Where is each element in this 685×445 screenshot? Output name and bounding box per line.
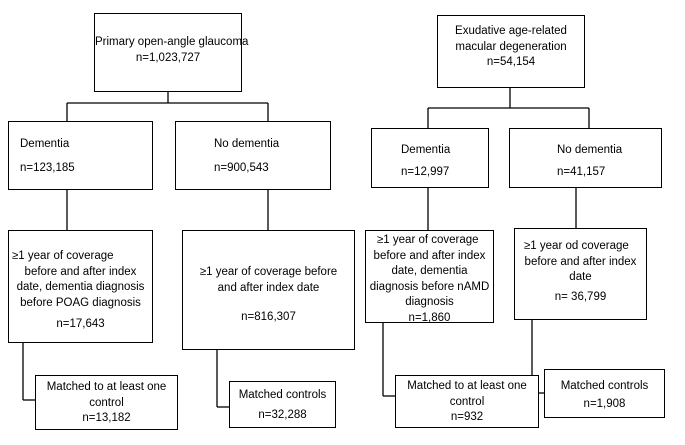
namd-no-dementia-box: No dementia n=41,157 [509, 128, 662, 188]
namd-dementia-criteria-line-5: diagnosis [405, 296, 454, 309]
poag-root-count: n=1,023,727 [135, 51, 201, 64]
poag-dementia-count: n=123,185 [20, 161, 75, 174]
poag-dementia-title: Dementia [20, 138, 70, 150]
poag-dementia-criteria-count: n=17,643 [56, 318, 105, 331]
namd-no-dementia-matched-count: n=1,908 [583, 397, 626, 410]
namd-root-count: n=54,154 [486, 56, 536, 69]
namd-root-line-2: macular degeneration [455, 40, 567, 53]
namd-dementia-matched-line-1: Matched to at least one [407, 380, 527, 392]
poag-no-dementia-matched-box: Matched controls n=32,288 [229, 381, 336, 428]
poag-no-dementia-matched-count: n=32,288 [258, 408, 307, 421]
namd-no-dementia-matched-box: Matched controls n=1,908 [544, 369, 665, 418]
poag-no-dementia-count: n=900,543 [214, 161, 269, 174]
poag-dementia-matched-count: n=13,182 [82, 412, 131, 425]
namd-no-dementia-count: n=41,157 [557, 165, 606, 178]
poag-no-dementia-matched-title: Matched controls [238, 389, 327, 401]
poag-dementia-criteria-line-3: date, dementia diagnosis [16, 281, 145, 294]
poag-dementia-criteria-box: ≥1 year of coverage before and after ind… [8, 230, 153, 343]
poag-dementia-matched-box: Matched to at least one control n=13,182 [35, 375, 178, 430]
poag-dementia-matched-line-1: Matched to at least one [46, 381, 167, 393]
namd-dementia-matched-box: Matched to at least one control n=932 [395, 375, 539, 428]
namd-no-dementia-criteria-line-1: ≥1 year od coverage [524, 240, 629, 252]
namd-root-line-1: Exudative age-related [455, 25, 567, 37]
namd-dementia-matched-line-2: control [449, 395, 485, 408]
namd-dementia-criteria-count: n=1,860 [408, 311, 451, 324]
namd-no-dementia-title: No dementia [557, 144, 623, 156]
namd-no-dementia-criteria-count: n= 36,799 [554, 290, 607, 303]
namd-dementia-criteria-line-4: diagnosis before nAMD [369, 280, 490, 293]
poag-no-dementia-title: No dementia [214, 138, 280, 150]
namd-dementia-criteria-box: ≥1 year of coverage before and after ind… [365, 230, 494, 324]
poag-no-dementia-criteria-box: ≥1 year of coverage before and after ind… [182, 230, 355, 350]
namd-root-box: Exudative age-related macular degenerati… [437, 15, 585, 88]
namd-dementia-title: Dementia [401, 144, 451, 156]
poag-root-box: Primary open-angle glaucoma n=1,023,727 [94, 13, 249, 92]
namd-no-dementia-criteria-box: ≥1 year od coverage before and after ind… [514, 228, 647, 320]
namd-dementia-criteria-line-3: date, dementia [391, 265, 468, 278]
namd-no-dementia-criteria-line-2: before and after index [524, 255, 637, 268]
poag-dementia-criteria-line-4: before POAG diagnosis [20, 296, 141, 309]
poag-no-dementia-box: No dementia n=900,543 [175, 121, 331, 190]
poag-root-title: Primary open-angle glaucoma [95, 36, 249, 48]
poag-no-dementia-criteria-line-1: ≥1 year of coverage before [199, 266, 338, 278]
namd-dementia-criteria-line-2: before and after index [373, 249, 486, 262]
namd-dementia-matched-count: n=932 [450, 411, 484, 424]
poag-no-dementia-criteria-count: n=816,307 [241, 311, 296, 324]
namd-dementia-box: Dementia n=12,997 [371, 128, 489, 188]
namd-no-dementia-criteria-line-3: date [569, 271, 592, 284]
poag-dementia-box: Dementia n=123,185 [8, 121, 153, 190]
namd-dementia-count: n=12,997 [401, 165, 450, 178]
poag-dementia-criteria-line-2: before and after index [24, 265, 137, 278]
poag-no-dementia-criteria-line-2: and after index date [217, 281, 320, 294]
poag-dementia-criteria-line-1: ≥1 year of coverage [12, 250, 114, 262]
namd-no-dementia-matched-title: Matched controls [560, 380, 649, 392]
poag-dementia-matched-line-2: control [89, 396, 124, 409]
namd-dementia-criteria-line-1: ≥1 year of coverage [377, 234, 479, 246]
